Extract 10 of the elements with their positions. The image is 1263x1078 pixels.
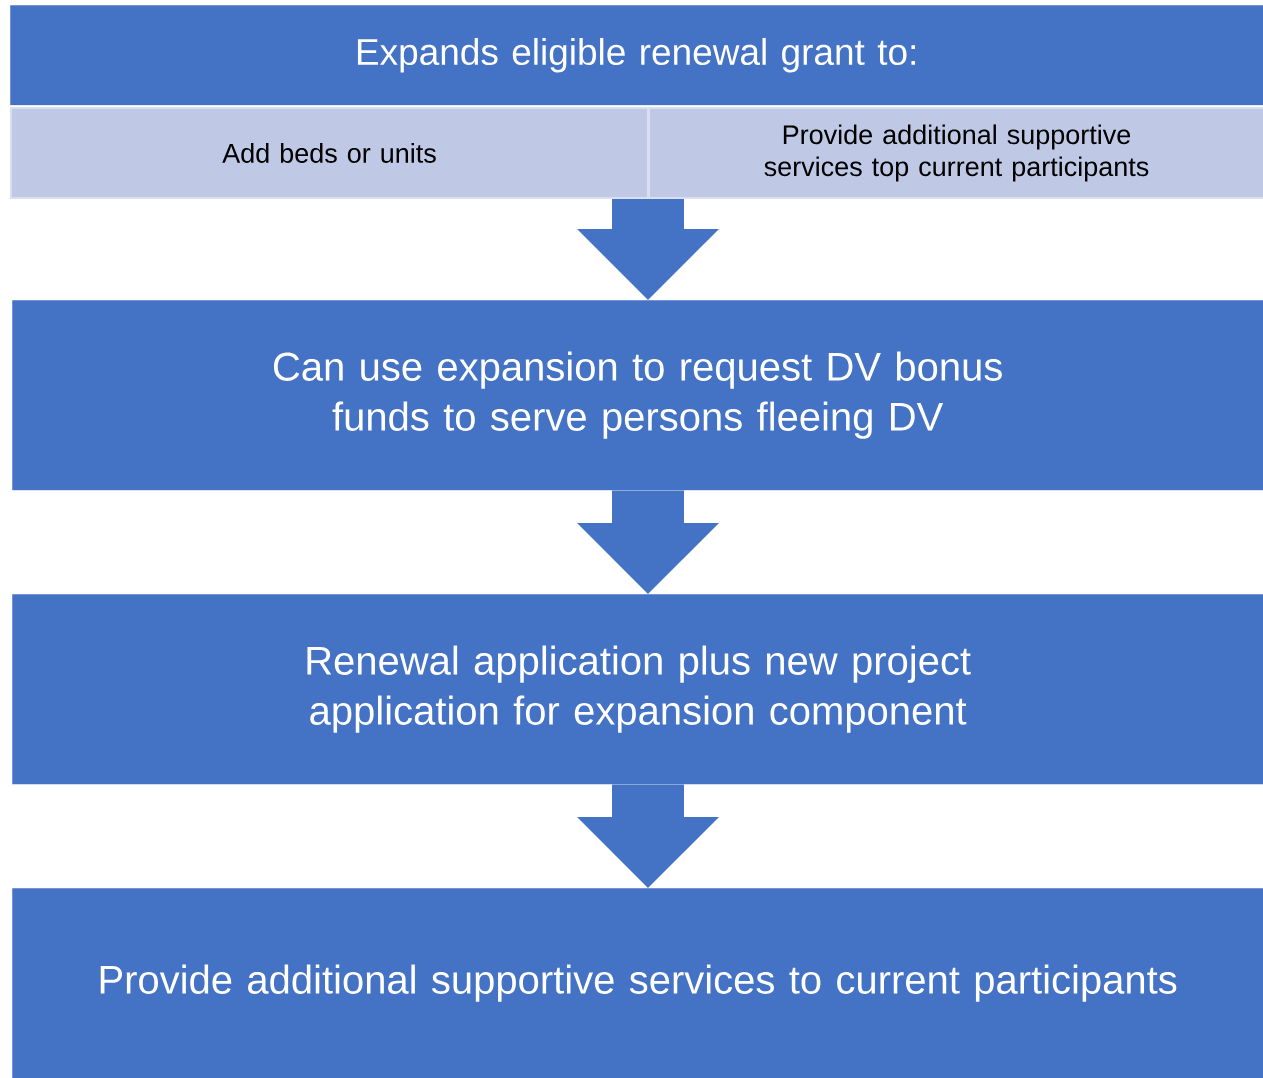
- node-label: Provide additional supportive services top current participants: [764, 124, 1149, 182]
- process-box: Renewal application plus new project application for expansion component: [12, 594, 1263, 785]
- process-box: Provide additional supportive services to current participants: [12, 888, 1263, 1078]
- block-arrow: [577, 784, 719, 888]
- cell: Provide additional supportive services top current participants: [648, 107, 1263, 199]
- cell: Add beds or units: [10, 107, 649, 199]
- header-box: Expands eligible renewal grant to:: [10, 5, 1263, 106]
- process-box: Can use expansion to request DV bonus funds to serve persons fleeing DV: [12, 300, 1263, 491]
- block-arrow: [577, 199, 719, 300]
- block-arrow: [577, 490, 719, 594]
